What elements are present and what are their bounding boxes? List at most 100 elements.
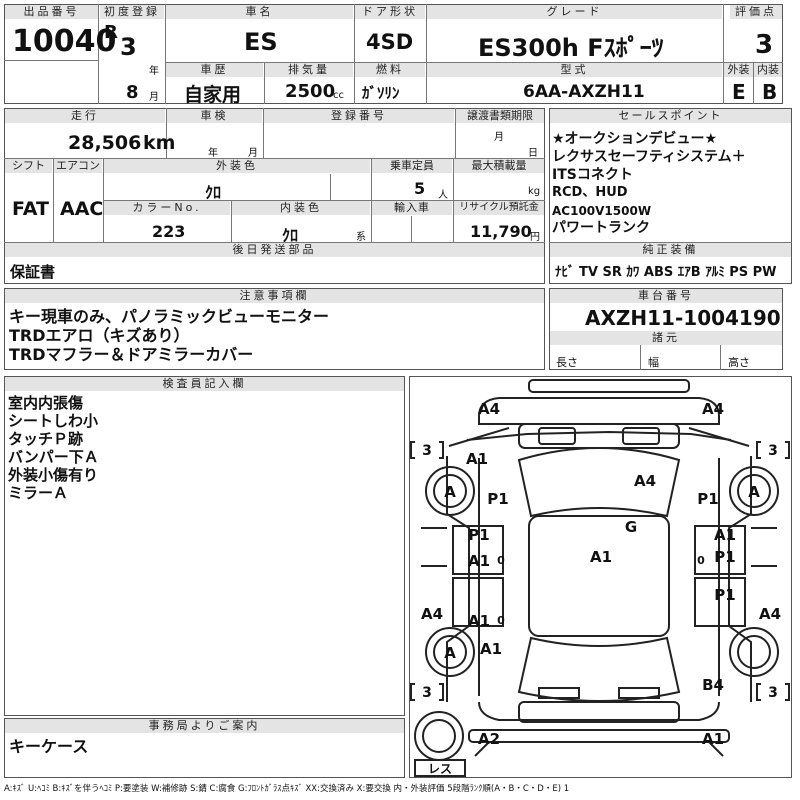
history-label: 車歴 — [166, 63, 263, 77]
mark-windshield: G — [625, 518, 637, 536]
mark-front-left-fender: P1 — [487, 490, 508, 508]
transfer-month-unit: 月 — [494, 132, 504, 143]
sales-point-line-5: AC100V1500W — [552, 204, 652, 218]
mileage-label: 走行 — [5, 109, 165, 123]
equipment-items: ﾅﾋﾞ TV SR ｶﾜ ABS ｴｱB ｱﾙﾐ PS PW — [555, 265, 777, 280]
sales-points-label: セールスポイント — [550, 109, 791, 123]
ext-color-label: 外装色 — [104, 159, 370, 173]
equipment-label: 純正装備 — [550, 243, 791, 257]
mark-front-right-door-1: P1 — [714, 548, 735, 566]
int-grade-label: 内装 — [754, 63, 782, 77]
inspector-line-2: シートしわ小 — [8, 412, 99, 430]
spare-tire-status: レス — [428, 762, 452, 776]
ac: AAC — [60, 198, 104, 220]
mark-rear-left-bumper: A2 — [478, 730, 500, 748]
mark-front-left-bumper: A4 — [478, 400, 500, 418]
type-code: 6AA-AXZH11 — [523, 82, 645, 102]
length-label: 長さ — [556, 356, 578, 369]
shift: FAT — [12, 198, 49, 220]
reg-year: 3 — [120, 33, 137, 61]
mark-roof: A1 — [590, 548, 612, 566]
notes-label: 注意事項欄 — [5, 289, 544, 303]
inspector-line-3: タッチＰ跡 — [8, 430, 84, 448]
capacity-label: 乗車定員 — [372, 159, 452, 173]
mileage-unit: km — [143, 132, 176, 154]
mark-front-left-fender-top: A1 — [466, 450, 488, 468]
note-line-1: キー現車のみ、パノラミックビューモニター — [9, 307, 330, 326]
fuel-label: 燃料 — [355, 63, 425, 77]
zero-mark-left-1: 0 — [497, 554, 505, 567]
tire-rear-right: 3 — [768, 685, 778, 701]
type-label: 型式 — [427, 63, 722, 77]
mark-rear-left-door: A1 — [468, 612, 490, 630]
chassis-number: AXZH11-1004190 — [585, 306, 781, 330]
import-label: 輸入車 — [372, 201, 452, 215]
damage-diagram: A4 A4 A1 A4 A P1 P1 A G P1 A1 A1 P1 A1 A… — [410, 379, 790, 777]
mark-front-right-fender: P1 — [697, 490, 718, 508]
inspection-month-unit: 月 — [248, 148, 258, 159]
inspection-year-unit: 年 — [208, 148, 218, 159]
ext-grade: E — [732, 80, 746, 104]
inspector-line-5: 外装小傷有り — [8, 466, 99, 484]
zero-mark-left-2: 0 — [497, 614, 505, 627]
era: R — [104, 22, 118, 43]
inspector-line-6: ミラーＡ — [8, 484, 69, 502]
recycle: 11,790 — [470, 222, 532, 241]
fuel: ｶﾞｿﾘﾝ — [362, 84, 400, 102]
transfer-label: 譲渡書類期限 — [456, 109, 544, 123]
displacement-unit: cc — [333, 90, 344, 101]
inspector-line-1: 室内内張傷 — [8, 394, 84, 412]
ext-grade-label: 外装 — [724, 63, 753, 77]
zero-mark-right-1: 0 — [697, 554, 705, 567]
shift-label: シフト — [5, 159, 52, 173]
mark-front-left-door-1: P1 — [468, 526, 489, 544]
sales-point-line-4: RCD、HUD — [552, 185, 628, 200]
door-type: 4SD — [366, 30, 414, 54]
grade: ES300h Fｽﾎﾟｰﾂ — [478, 34, 664, 62]
color-no: 223 — [152, 222, 186, 241]
plate-label: 登録番号 — [264, 109, 454, 123]
score-label: 評価点 — [730, 5, 782, 19]
note-line-2: TRDエアロ（キズあり） — [9, 326, 190, 345]
mark-rear-left-fender: A1 — [480, 640, 502, 658]
inspector-line-4: バンパー下Ａ — [8, 448, 99, 466]
mark-front-left-door-2: A1 — [468, 552, 490, 570]
office-label: 事務局よりご案内 — [5, 719, 404, 733]
sales-point-line-1: ★オークションデビュー★ — [552, 131, 718, 147]
year-unit: 年 — [149, 66, 159, 77]
width-label: 幅 — [648, 356, 659, 369]
displacement-label: 排気量 — [265, 63, 353, 77]
recycle-label: リサイクル預託金 — [454, 201, 544, 215]
mark-hood: A4 — [634, 472, 656, 490]
mileage: 28,506 — [68, 132, 142, 154]
header-panel — [4, 4, 783, 104]
model-label: 車名 — [166, 5, 353, 19]
legend: A:ｷｽﾞ U:ﾍｺﾐ B:ｷｽﾞを伴うﾍｺﾐ P:要塗装 W:補修跡 S:錆 … — [4, 784, 570, 794]
mark-rear-right-bumper: A1 — [702, 730, 724, 748]
transfer-day-unit: 日 — [528, 148, 538, 159]
note-line-3: TRDマフラー＆ドアミラーカバー — [9, 345, 254, 364]
office-text: キーケース — [9, 737, 89, 756]
mark-front-right-door-2: A1 — [714, 526, 736, 544]
history: 自家用 — [184, 84, 242, 106]
tire-front-left: 3 — [422, 443, 432, 459]
mark-front-right-wheel: A — [748, 483, 760, 501]
max-load-unit: kg — [528, 186, 541, 197]
tire-rear-left: 3 — [422, 685, 432, 701]
int-color-label: 内装色 — [232, 201, 370, 215]
ext-color: ｸﾛ — [205, 183, 222, 202]
dims-label: 諸元 — [550, 331, 782, 345]
color-no-label: カラーNo. — [104, 201, 230, 215]
sales-point-line-2: レクサスセーフティシステム＋ — [552, 149, 746, 165]
inspection-label: 車検 — [167, 109, 262, 123]
capacity-unit: 人 — [438, 190, 448, 201]
sales-point-line-6: パワートランク — [552, 220, 650, 236]
mark-rear-right-door: P1 — [714, 586, 735, 604]
first-reg-label: 初度登録 — [100, 5, 164, 19]
month-unit: 月 — [149, 92, 159, 103]
height-label: 高さ — [728, 356, 750, 369]
inspector-label: 検査員記入欄 — [5, 377, 404, 391]
int-color-unit: 系 — [356, 232, 366, 243]
mark-front-right-bumper: A4 — [702, 400, 724, 418]
mark-left-rocker: A4 — [421, 605, 443, 623]
